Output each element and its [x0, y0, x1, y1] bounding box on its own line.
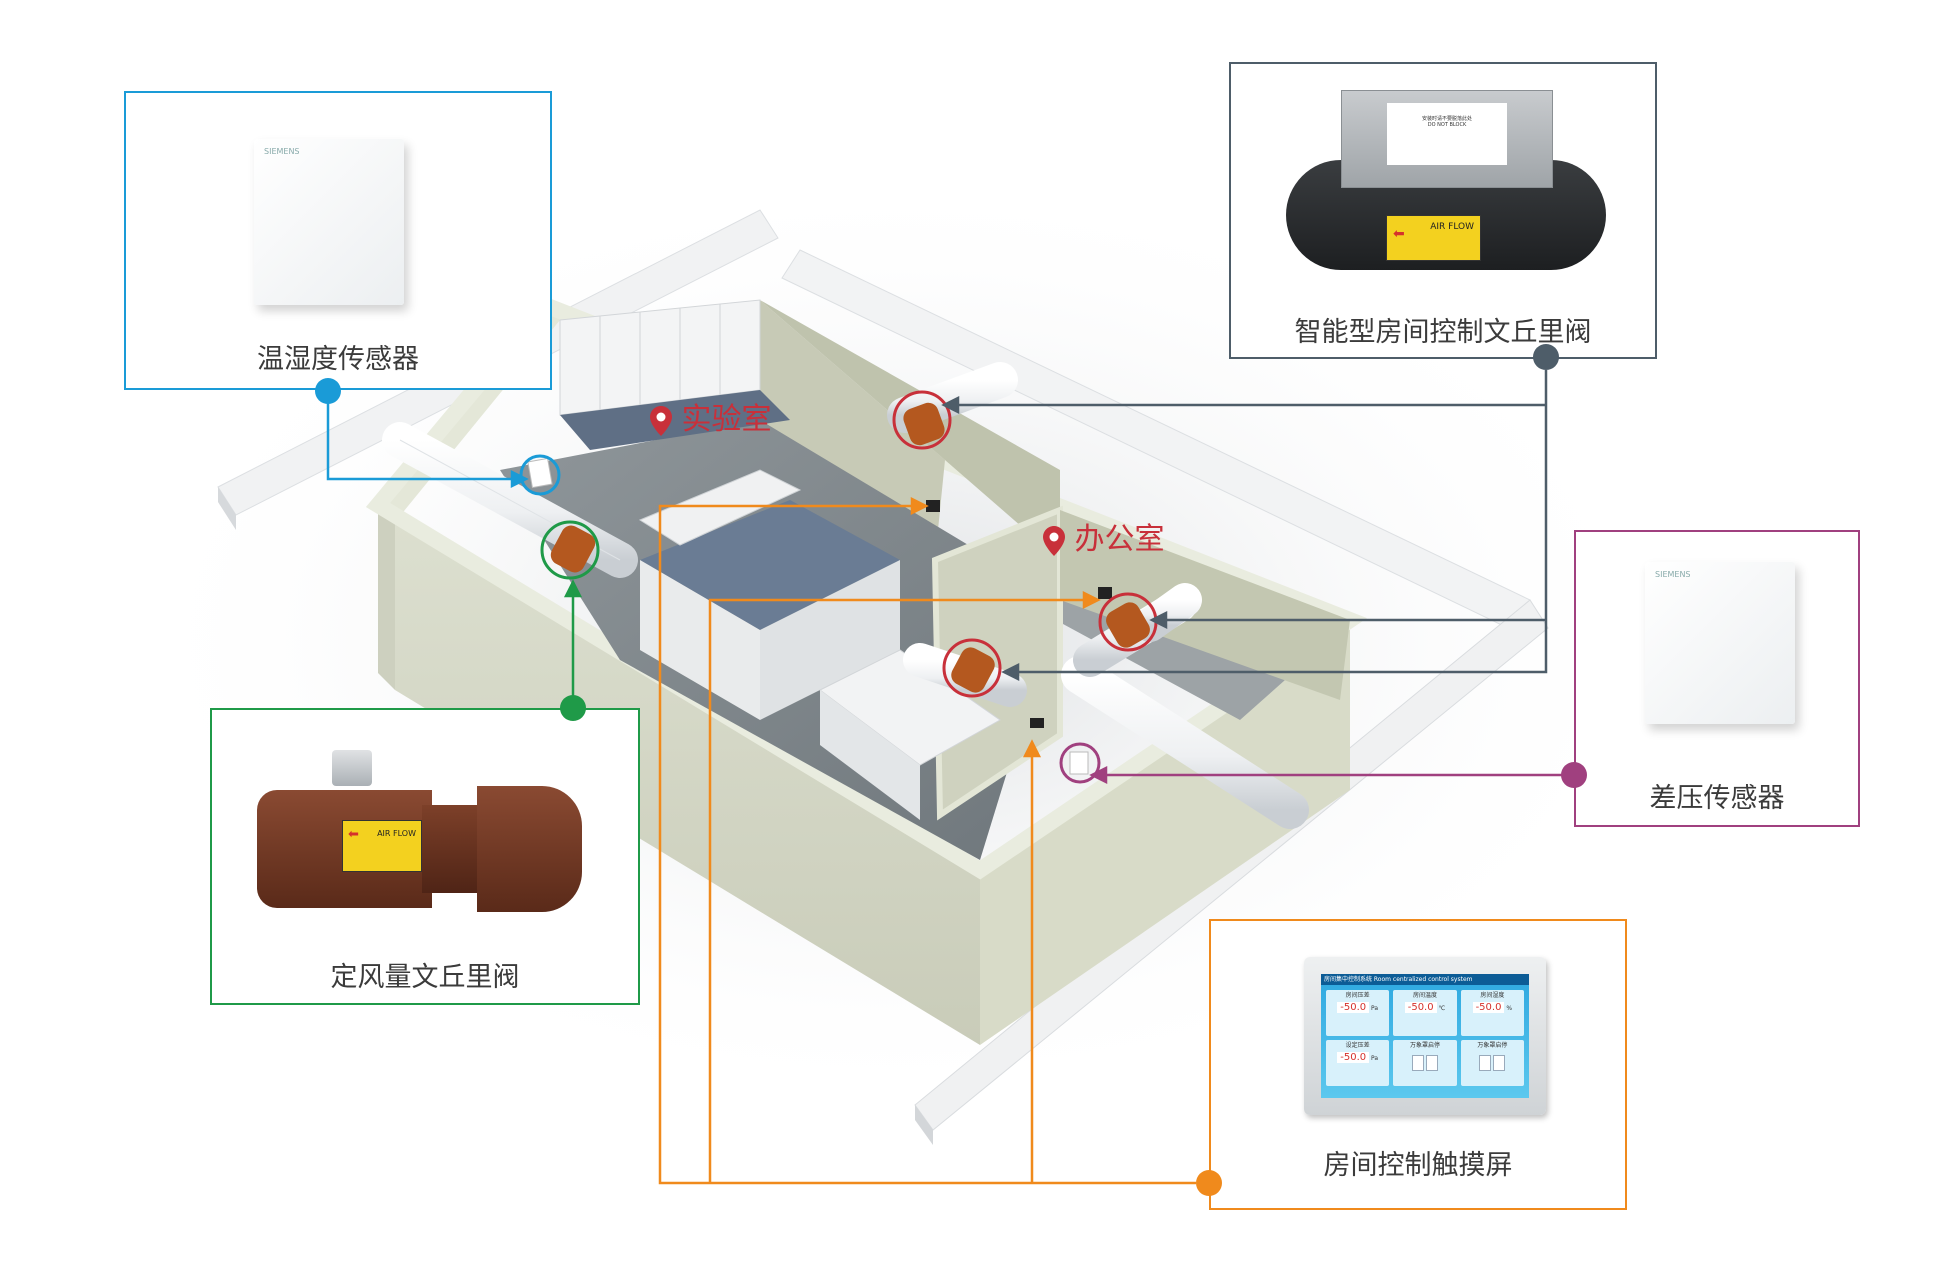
connector-pressure-sensor [1089, 765, 1574, 785]
touchscreen-cell[interactable]: 房间湿度 -50.0 % [1460, 990, 1524, 1036]
connector-smart-valve [941, 370, 1548, 682]
connector-dot [1533, 344, 1559, 370]
cell-label: 房间湿度 [1480, 992, 1505, 999]
callout-constant-air-venturi-valve: ⬅ AIR FLOW 定风量文丘里阀 [210, 708, 640, 1005]
connector-dot [560, 695, 586, 721]
room-name-office: 办公室 [1074, 522, 1165, 557]
cell-label: 房间温度 [1412, 992, 1437, 999]
pressure-sensor-image: SIEMENS [1645, 562, 1795, 724]
outer-wall-right-front [980, 620, 1350, 1045]
room-label-office: 办公室 [1043, 514, 1165, 558]
callout-differential-pressure-sensor: SIEMENS 差压传感器 [1574, 530, 1860, 827]
cell-unit: Pa [1371, 1005, 1379, 1012]
cell-value: -50.0 [1337, 1052, 1370, 1063]
airflow-tag: ⬅ AIR FLOW [342, 820, 422, 872]
connector-dot [1196, 1170, 1222, 1196]
touchscreen-lab [926, 500, 940, 512]
room-name-lab: 实验室 [681, 402, 772, 437]
cell-label: 万象罩启停 [1409, 1042, 1440, 1049]
touchscreen-office-2 [1030, 718, 1044, 728]
airflow-arrow-icon: ⬅ [1393, 226, 1405, 242]
toggle-icon[interactable] [1479, 1055, 1492, 1071]
airflow-text: AIR FLOW [1430, 222, 1474, 232]
cell-value: -50.0 [1404, 1002, 1437, 1013]
airflow-text: AIR FLOW [377, 829, 416, 838]
touchscreen-grid: 房间压差 -50.0 Pa 房间温度 -50.0 ℃ 房间湿度 -50.0 % … [1321, 985, 1529, 1091]
highlight-smart-valve-lab [892, 390, 952, 450]
highlight-smart-valve-office-1 [942, 638, 1002, 698]
connector-dot [1561, 762, 1587, 788]
callout-smart-venturi-valve: 安装时请不要脱落此处 DO NOT BLOCK ⬅ AIR FLOW 智能型房间… [1229, 62, 1657, 359]
sensor-device-image: SIEMENS [254, 139, 404, 305]
toggle-icon[interactable] [1425, 1055, 1438, 1071]
touchscreen-cell[interactable]: 房间压差 -50.0 Pa [1326, 990, 1390, 1036]
touchscreen-office [1098, 587, 1112, 599]
sensor-brand: SIEMENS [264, 147, 300, 156]
cell-unit: ℃ [1438, 1005, 1446, 1012]
cell-value: -50.0 [1472, 1002, 1505, 1013]
highlight-temp-sensor [519, 454, 561, 496]
sensor-brand: SIEMENS [1655, 570, 1691, 579]
touchscreen-title: 房间集中控制系统 Room centralized control system [1321, 974, 1529, 985]
cell-unit: % [1506, 1005, 1513, 1012]
connector-constant-valve [563, 579, 583, 708]
airflow-arrow-icon: ⬅ [348, 827, 359, 842]
room-label-lab: 实验室 [650, 394, 772, 438]
callout-room-touchscreen: 房间集中控制系统 Room centralized control system… [1209, 919, 1627, 1210]
touchscreen-device: 房间集中控制系统 Room centralized control system… [1304, 957, 1546, 1115]
toggle-icon[interactable] [1493, 1055, 1506, 1071]
connector-dot [315, 378, 341, 404]
smart-valve-image: 安装时请不要脱落此处 DO NOT BLOCK ⬅ AIR FLOW [1286, 90, 1606, 280]
location-pin-icon [650, 405, 672, 436]
location-pin-icon [1043, 525, 1065, 556]
callout-label: 房间控制触摸屏 [1323, 1150, 1513, 1181]
connector-temp-humidity [326, 392, 529, 489]
outer-wall-front [395, 522, 980, 1045]
cell-label: 房间压差 [1345, 992, 1370, 999]
cell-unit: Pa [1371, 1055, 1379, 1062]
connector-touchscreen [658, 496, 1196, 1185]
outer-wall-front-left [378, 505, 395, 690]
wall-sensor-lab [527, 457, 553, 489]
callout-label: 智能型房间控制文丘里阀 [1294, 317, 1592, 348]
callout-temp-humidity-sensor: SIEMENS 温湿度传感器 [124, 91, 552, 390]
cell-label: 万象罩启停 [1477, 1042, 1508, 1049]
highlight-pressure-sensor [1059, 742, 1101, 784]
touchscreen-cell[interactable]: 设定压差 -50.0 Pa [1326, 1040, 1390, 1086]
cell-label: 设定压差 [1345, 1042, 1370, 1049]
touchscreen-display: 房间集中控制系统 Room centralized control system… [1321, 974, 1529, 1098]
lab-cabinets [559, 299, 790, 450]
wall-sensor-office [1069, 751, 1089, 775]
cell-value: -50.0 [1337, 1002, 1370, 1013]
venturi-valves [550, 402, 1150, 693]
touchscreen-cell[interactable]: 万象罩启停 [1460, 1040, 1524, 1086]
callout-label: 差压传感器 [1649, 783, 1785, 814]
highlight-constant-valve [540, 520, 600, 580]
callout-label: 温湿度传感器 [257, 344, 419, 375]
smart-valve-plate-title: 安装时请不要脱落此处 [1421, 116, 1472, 122]
airflow-tag: ⬅ AIR FLOW [1386, 215, 1481, 261]
toggle-icon[interactable] [1412, 1055, 1425, 1071]
smart-valve-plate-subtitle: DO NOT BLOCK [1427, 122, 1467, 128]
office-back-wall [1060, 510, 1350, 700]
constant-valve-image: ⬅ AIR FLOW [257, 750, 587, 930]
callout-label: 定风量文丘里阀 [330, 962, 520, 993]
touchscreen-cell[interactable]: 万象罩启停 [1393, 1040, 1457, 1086]
touchscreen-cell[interactable]: 房间温度 -50.0 ℃ [1393, 990, 1457, 1036]
